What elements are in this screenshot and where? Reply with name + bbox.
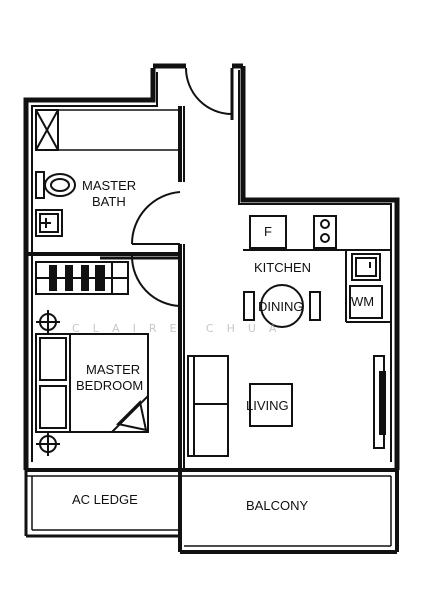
fridge-label: F bbox=[264, 224, 272, 239]
watermark: CLAIRE CHUA bbox=[72, 322, 289, 335]
stove-icon bbox=[313, 215, 337, 249]
bedside-lamp-icon bbox=[36, 310, 60, 334]
tv-console bbox=[373, 355, 386, 449]
bedside-lamp-icon bbox=[36, 432, 60, 456]
master-bath-label-line1: MASTER bbox=[82, 178, 136, 193]
outer-walls bbox=[23, 63, 400, 470]
sofa bbox=[187, 355, 229, 457]
bed bbox=[35, 333, 149, 433]
toilet-icon bbox=[35, 171, 76, 199]
master-bath-label-line2: BATH bbox=[92, 194, 126, 209]
balcony-walls bbox=[24, 468, 399, 554]
ac-ledge-label: AC LEDGE bbox=[72, 492, 138, 507]
master-bath-door bbox=[130, 191, 181, 245]
kitchen-label: KITCHEN bbox=[254, 260, 311, 275]
entry-door bbox=[185, 63, 234, 120]
shower-icon bbox=[35, 109, 178, 151]
balcony-label: BALCONY bbox=[246, 498, 308, 513]
washing-machine-label: WM bbox=[351, 294, 374, 309]
coffee-table bbox=[249, 383, 293, 427]
kitchen-counter bbox=[243, 249, 391, 323]
living-label: LIVING bbox=[246, 398, 289, 413]
master-bedroom-door bbox=[130, 255, 181, 307]
master-bath-walls bbox=[28, 106, 185, 470]
sink-icon bbox=[351, 253, 381, 281]
washing-machine bbox=[349, 285, 383, 319]
dining-table bbox=[243, 284, 321, 328]
master-bedroom-label-line2: BEDROOM bbox=[76, 378, 143, 393]
basin-icon bbox=[35, 209, 63, 237]
fridge bbox=[249, 215, 287, 249]
dining-label: DINING bbox=[258, 299, 304, 314]
master-bedroom-label-line1: MASTER bbox=[86, 362, 140, 377]
wardrobe bbox=[35, 256, 178, 295]
